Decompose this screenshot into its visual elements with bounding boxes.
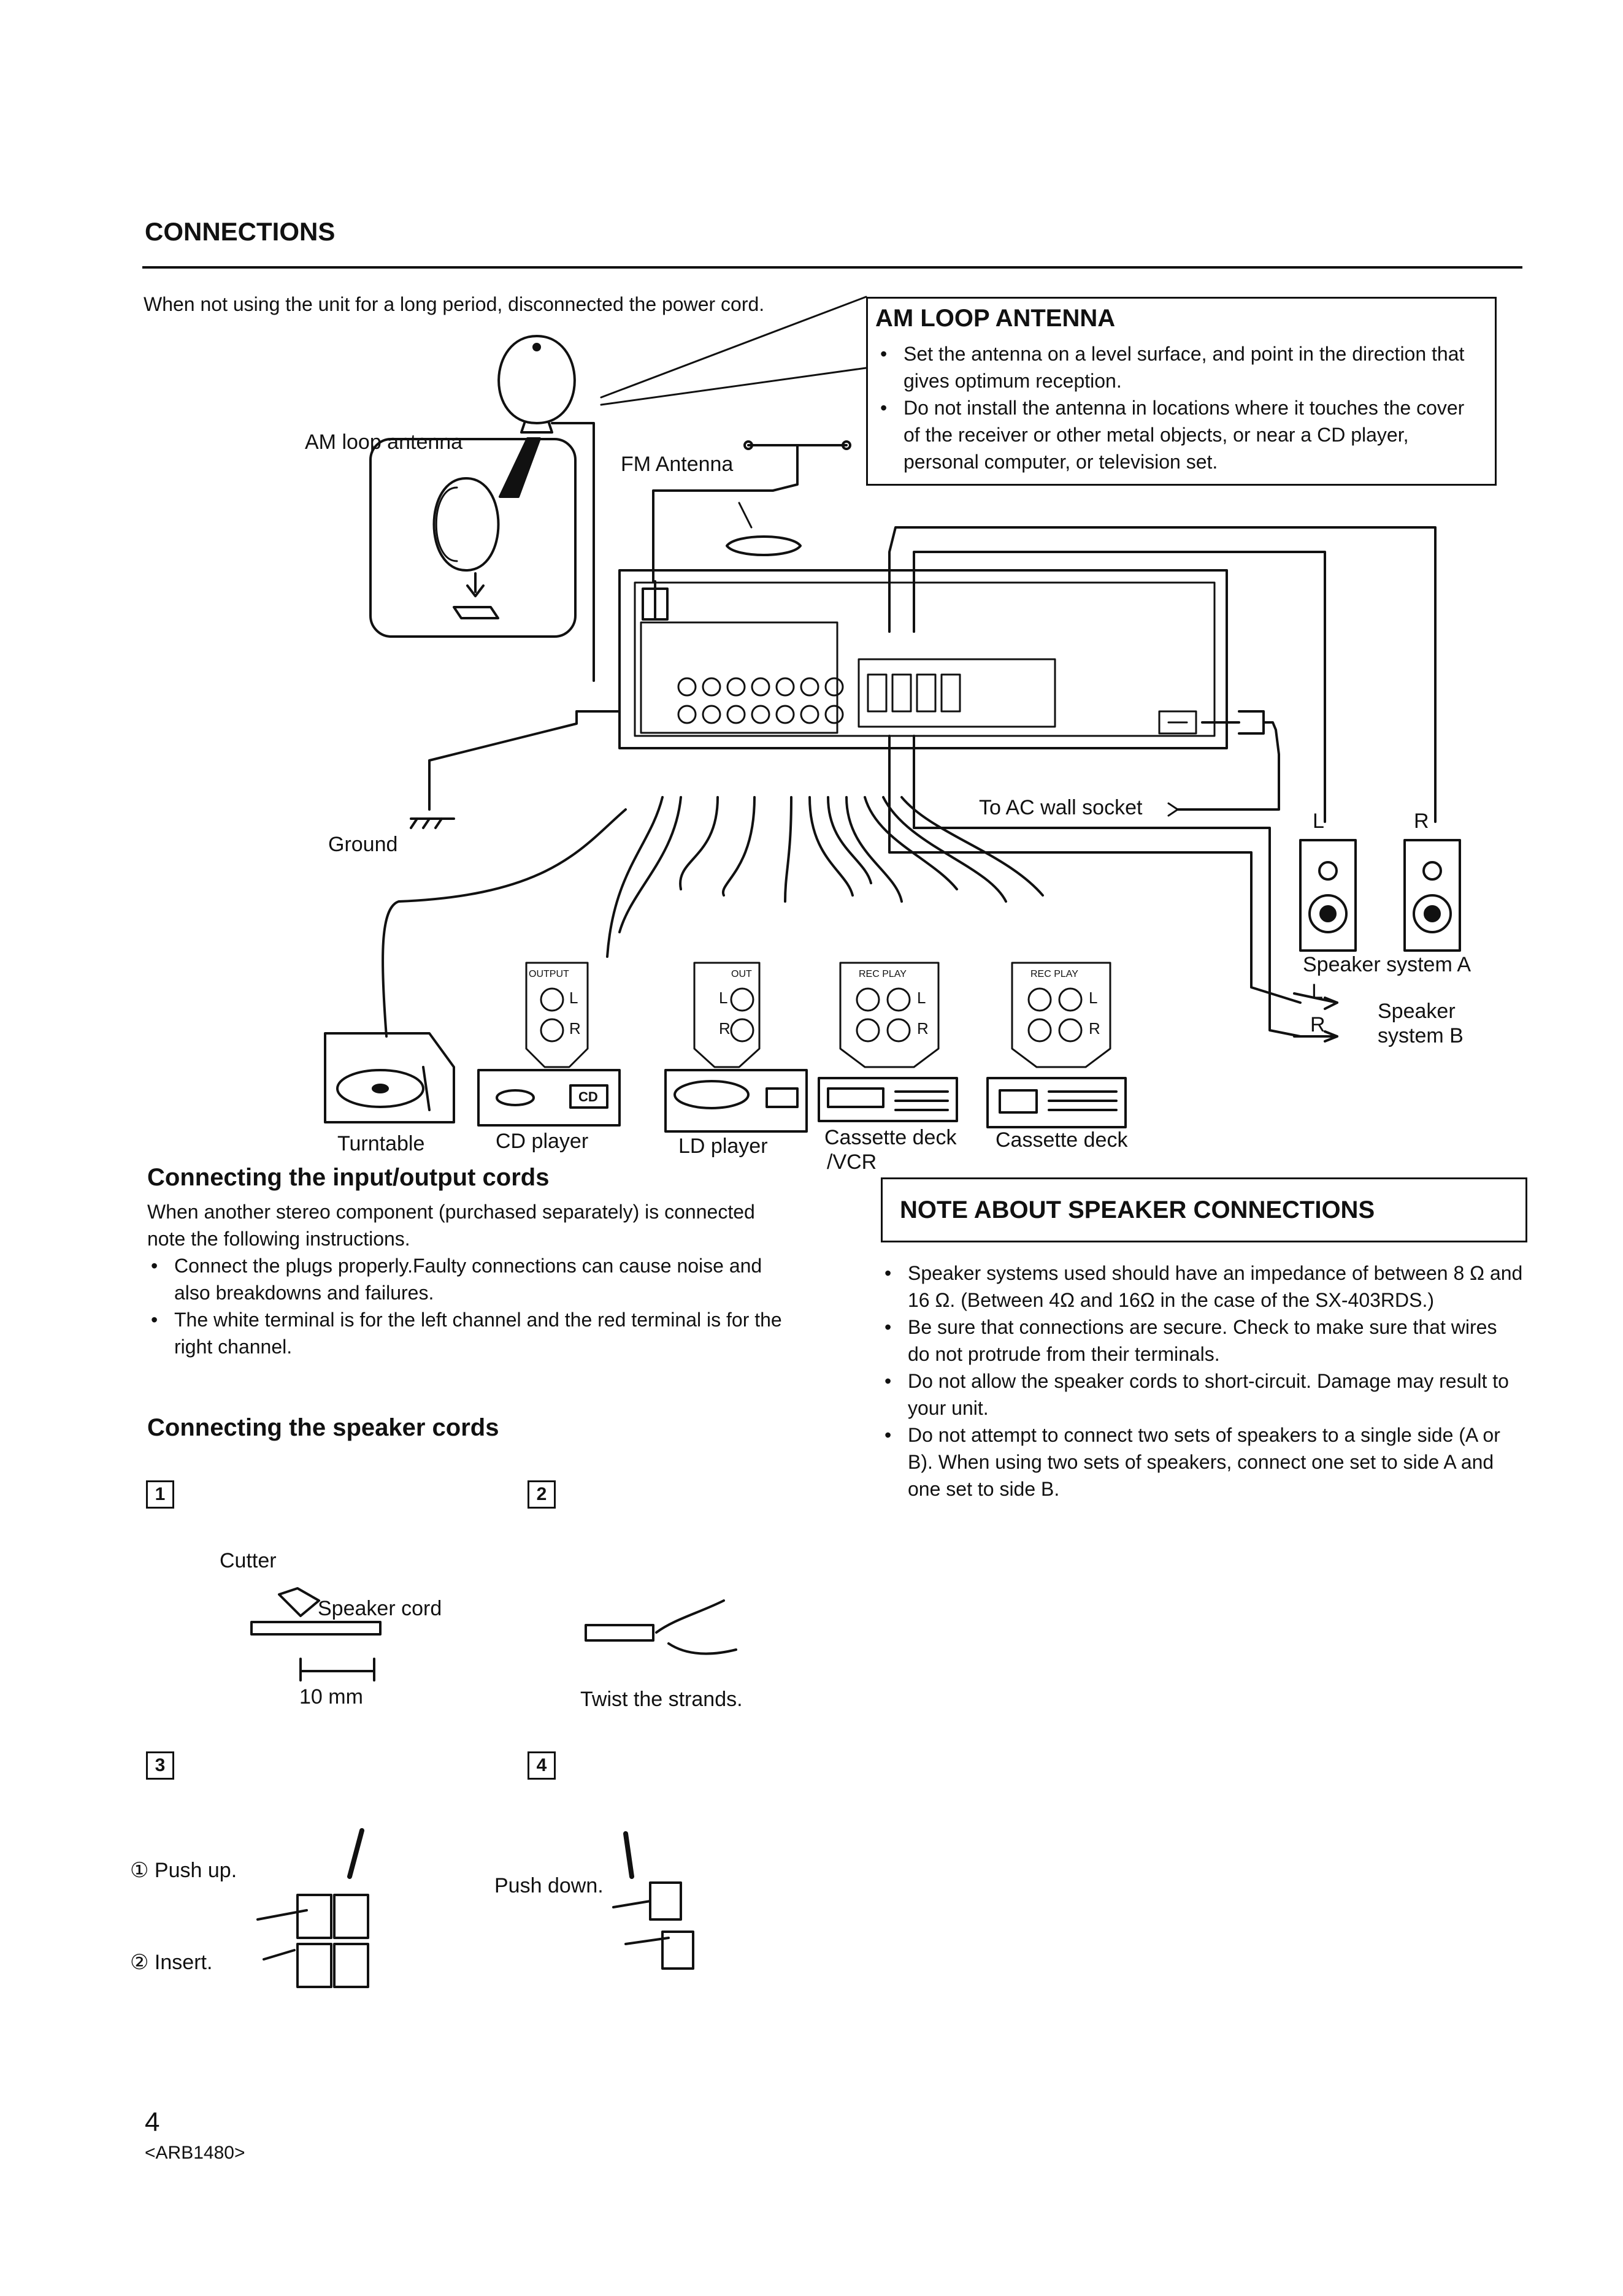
page-title: CONNECTIONS xyxy=(145,217,336,246)
step3-number: 3 xyxy=(146,1751,174,1780)
jack-rec-play-label: REC PLAY xyxy=(1030,969,1078,979)
ld-player-icon xyxy=(664,1069,808,1133)
header-rule xyxy=(142,266,1522,269)
am-loop-bullet: Set the antenna on a level surface, and … xyxy=(877,340,1484,394)
cd-player-icon xyxy=(477,1069,621,1127)
speaker-note-title: NOTE ABOUT SPEAKER CONNECTIONS xyxy=(900,1196,1375,1223)
io-bullet: Connect the plugs properly.Faulty connec… xyxy=(147,1252,797,1306)
twist-strands-label: Twist the strands. xyxy=(580,1688,743,1711)
receiver-rear-panel xyxy=(618,569,1280,817)
jack-l-label: L xyxy=(569,989,578,1007)
speaker-note-bullet: Speaker systems used should have an impe… xyxy=(881,1260,1524,1314)
fm-antenna-icon xyxy=(642,440,851,621)
ground-label: Ground xyxy=(328,833,398,856)
speaker-system-a-icon xyxy=(1299,839,1461,952)
jack-r-label: R xyxy=(569,1019,581,1038)
push-up-label: ① Push up. xyxy=(130,1859,237,1882)
jack-out-label: OUT xyxy=(731,969,752,979)
step1-illustration xyxy=(250,1587,382,1682)
am-loop-antenna-box: AM LOOP ANTENNA Set the antenna on a lev… xyxy=(866,297,1497,486)
ground-icon xyxy=(410,710,621,829)
speaker-system-b-label-2: system B xyxy=(1378,1024,1464,1047)
jack-l-label: L xyxy=(1089,989,1098,1007)
jack-rec-play-label: REC PLAY xyxy=(859,969,907,979)
io-cords xyxy=(382,796,1044,1038)
speaker-cord-label: Speaker cord xyxy=(318,1597,442,1620)
speaker-a-r-label: R xyxy=(1414,809,1429,833)
step2-number: 2 xyxy=(528,1480,556,1509)
dimension-label: 10 mm xyxy=(299,1685,363,1709)
turntable-label: Turntable xyxy=(337,1132,425,1155)
jack-r-label: R xyxy=(1089,1019,1100,1038)
io-section-intro: When another stereo component (purchased… xyxy=(147,1201,755,1250)
speaker-system-b-label-1: Speaker xyxy=(1378,1000,1456,1023)
cassette-deck-label: Cassette deck xyxy=(996,1128,1128,1152)
io-section-title: Connecting the input/output cords xyxy=(147,1164,550,1191)
jack-panels xyxy=(525,962,1111,1068)
ac-socket-label: To AC wall socket xyxy=(979,796,1143,819)
cassette-deck-vcr-icon xyxy=(818,1077,958,1122)
io-bullet: The white terminal is for the left chann… xyxy=(147,1306,797,1360)
ld-player-label: LD player xyxy=(678,1135,768,1158)
cd-badge: CD xyxy=(578,1089,598,1104)
jack-l-label: L xyxy=(719,989,728,1007)
am-loop-antenna-list: Set the antenna on a level surface, and … xyxy=(877,340,1484,475)
cutter-label: Cutter xyxy=(220,1549,277,1572)
speaker-cords-title: Connecting the speaker cords xyxy=(147,1414,499,1441)
jack-r-label: R xyxy=(917,1019,929,1038)
am-loop-antenna-label: AM loop antenna xyxy=(305,431,463,454)
turntable-icon xyxy=(324,1032,455,1123)
am-loop-bullet: Do not install the antenna in locations … xyxy=(877,394,1484,475)
speaker-cables xyxy=(888,526,1437,1043)
cassette-deck-vcr-label-2: /VCR xyxy=(827,1150,877,1174)
speaker-note-list: Speaker systems used should have an impe… xyxy=(881,1260,1524,1502)
speaker-a-l-label: L xyxy=(1313,809,1324,833)
jack-r-label: R xyxy=(719,1019,731,1038)
speaker-note-bullet: Be sure that connections are secure. Che… xyxy=(881,1314,1524,1368)
io-section-list: Connect the plugs properly.Faulty connec… xyxy=(147,1252,797,1360)
speaker-note-bullet: Do not attempt to connect two sets of sp… xyxy=(881,1422,1524,1502)
doc-code: <ARB1480> xyxy=(145,2143,245,2163)
page-number: 4 xyxy=(145,2107,160,2137)
step3-illustration xyxy=(256,1828,369,1988)
step4-number: 4 xyxy=(528,1751,556,1780)
am-loop-antenna-title: AM LOOP ANTENNA xyxy=(875,305,1116,332)
intro-text: When not using the unit for a long perio… xyxy=(144,293,765,315)
step4-illustration xyxy=(612,1831,694,1970)
push-down-label: Push down. xyxy=(494,1874,604,1897)
speaker-b-l-label: L xyxy=(1311,980,1323,1003)
fm-antenna-label: FM Antenna xyxy=(621,453,734,476)
cd-player-label: CD player xyxy=(496,1130,589,1153)
am-loop-antenna-icon xyxy=(369,335,595,682)
speaker-b-r-label: R xyxy=(1310,1013,1326,1036)
cassette-deck-vcr-label-1: Cassette deck xyxy=(824,1126,957,1149)
step2-illustration xyxy=(585,1599,737,1655)
insert-label: ② Insert. xyxy=(130,1951,213,1974)
step1-number: 1 xyxy=(146,1480,174,1509)
speaker-note-box: NOTE ABOUT SPEAKER CONNECTIONS xyxy=(881,1177,1527,1242)
speaker-note-bullet: Do not allow the speaker cords to short-… xyxy=(881,1368,1524,1422)
jack-l-label: L xyxy=(917,989,926,1007)
cassette-deck-icon xyxy=(986,1077,1127,1128)
jack-output-label: OUTPUT xyxy=(529,969,569,979)
speaker-system-a-label: Speaker system A xyxy=(1303,953,1471,976)
